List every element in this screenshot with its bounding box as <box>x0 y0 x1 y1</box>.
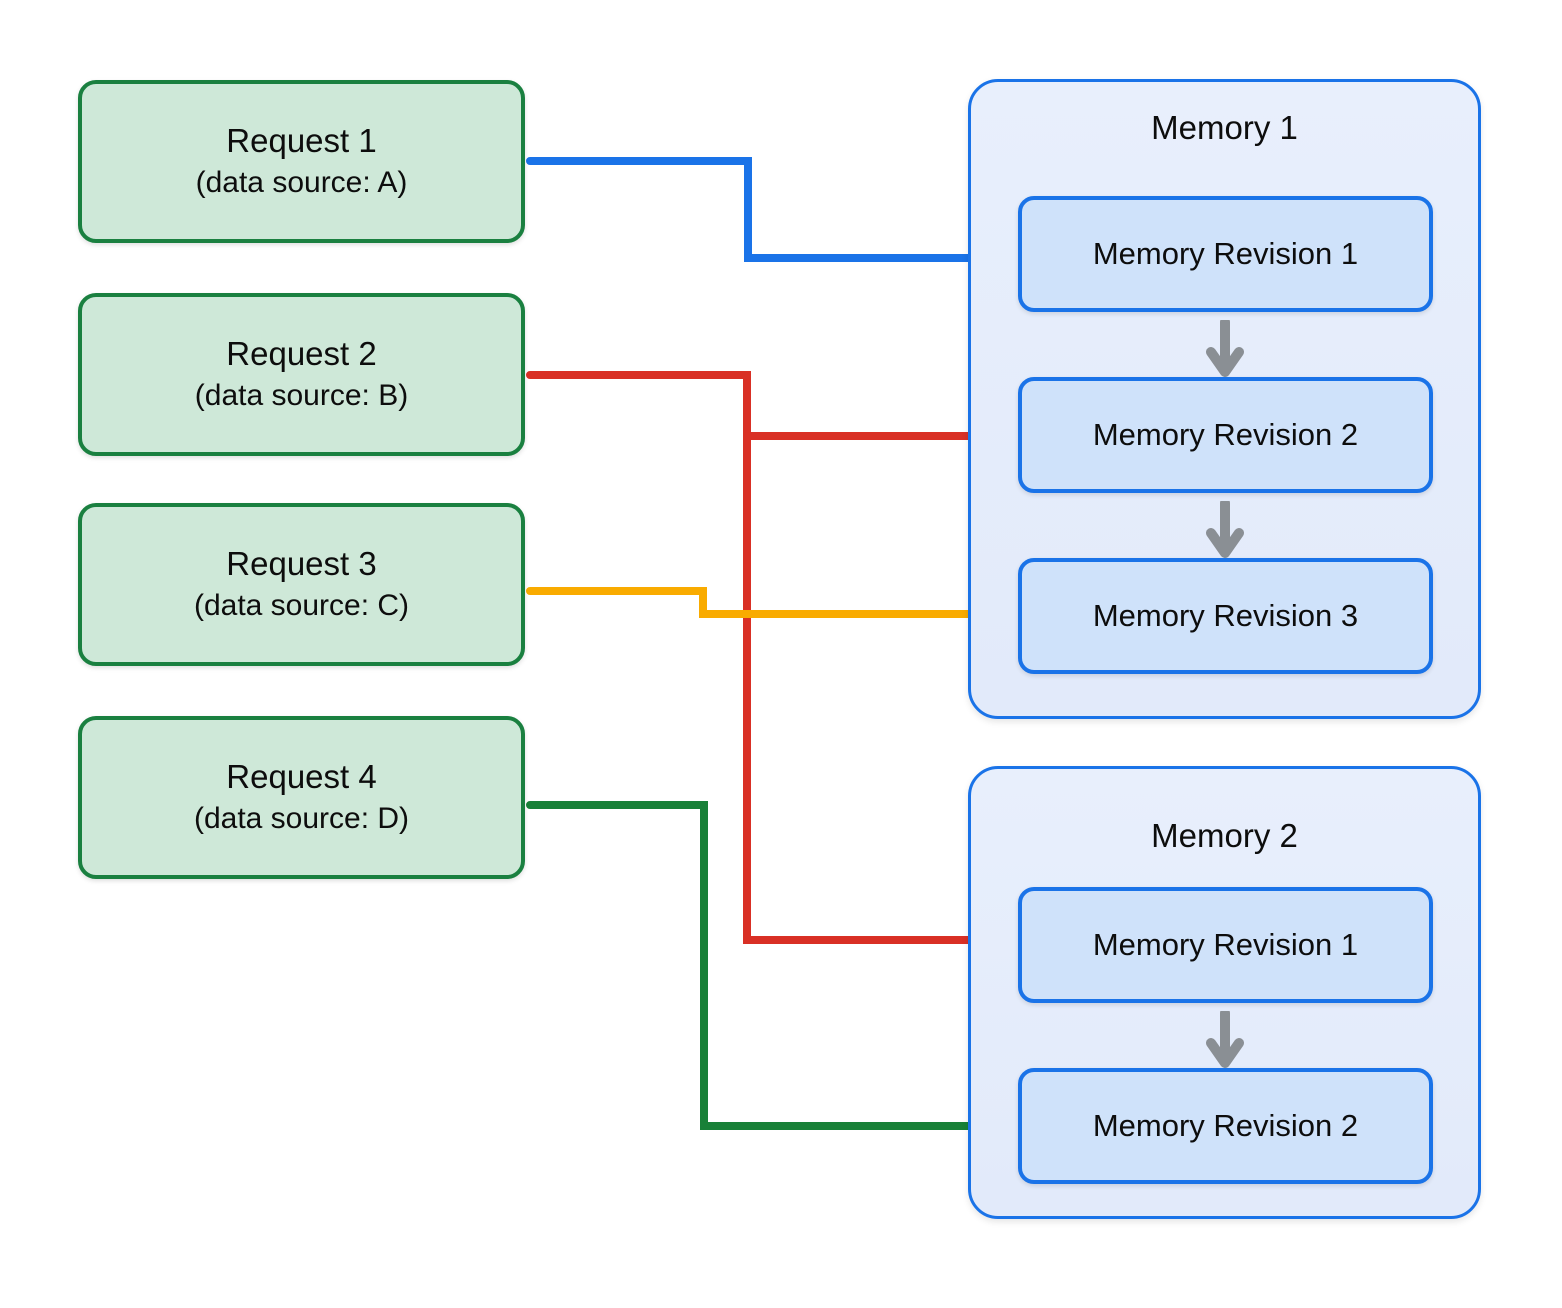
memory1-revision-box-2[interactable]: Memory Revision 2 <box>1018 377 1433 493</box>
connector-request4-to-memory2-revision2 <box>526 801 1011 1146</box>
request-box-2[interactable]: Request 2 (data source: B) <box>78 293 525 456</box>
request-title: Request 3 <box>226 545 377 583</box>
memory1-revision-box-3[interactable]: Memory Revision 3 <box>1018 558 1433 674</box>
revision-flow-arrow-icon <box>1206 1011 1244 1068</box>
memory-container-2[interactable]: Memory 2 Memory Revision 1 Memory Revisi… <box>968 766 1481 1219</box>
revision-flow-arrow-icon <box>1206 501 1244 558</box>
revision-label: Memory Revision 3 <box>1092 598 1359 633</box>
connector-request3-to-memory1-revision3 <box>526 587 1011 634</box>
revision-label: Memory Revision 1 <box>1092 236 1359 271</box>
request-subtitle: (data source: B) <box>194 378 409 412</box>
revision-label: Memory Revision 2 <box>1092 417 1359 452</box>
request-subtitle: (data source: C) <box>193 588 410 622</box>
request-box-4[interactable]: Request 4 (data source: D) <box>78 716 525 879</box>
request-box-1[interactable]: Request 1 (data source: A) <box>78 80 525 243</box>
revision-label: Memory Revision 1 <box>1092 927 1359 962</box>
revision-flow-arrow-icon <box>1206 320 1244 377</box>
request-subtitle: (data source: A) <box>195 165 408 199</box>
memory2-revision-box-2[interactable]: Memory Revision 2 <box>1018 1068 1433 1184</box>
request-title: Request 2 <box>226 335 377 373</box>
memory2-revision-box-1[interactable]: Memory Revision 1 <box>1018 887 1433 1003</box>
memory-title: Memory 2 <box>1151 817 1298 854</box>
memory1-revision-box-1[interactable]: Memory Revision 1 <box>1018 196 1433 312</box>
memory-title: Memory 1 <box>1151 109 1298 146</box>
request-subtitle: (data source: D) <box>193 801 410 835</box>
revision-label: Memory Revision 2 <box>1092 1108 1359 1143</box>
request-title: Request 1 <box>226 122 377 160</box>
request-box-3[interactable]: Request 3 (data source: C) <box>78 503 525 666</box>
memory-container-1[interactable]: Memory 1 Memory Revision 1 Memory Revisi… <box>968 79 1481 719</box>
connector-request2-to-memory1-revision2 <box>526 371 1011 960</box>
connector-request1-to-memory1-revision1 <box>526 157 1011 278</box>
request-title: Request 4 <box>226 758 377 796</box>
